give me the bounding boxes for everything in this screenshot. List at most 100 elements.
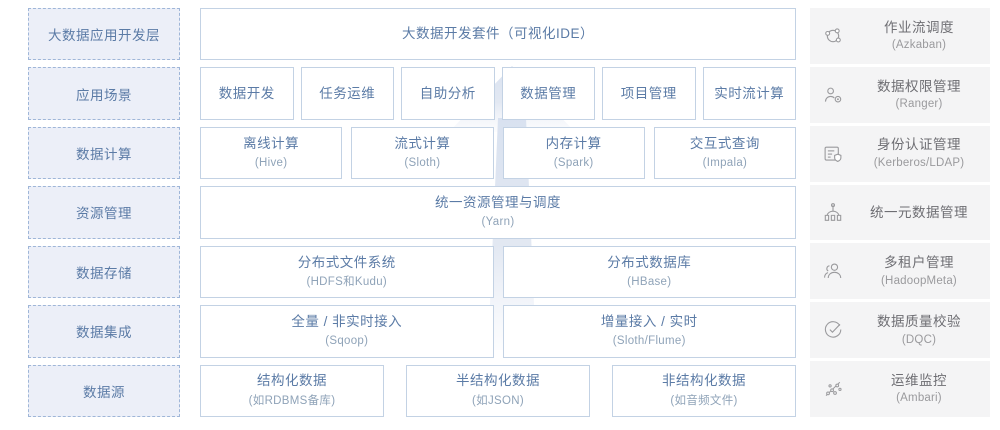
- component-subtitle: (Sloth/Flume): [612, 335, 686, 348]
- component-box: 内存计算 (Spark): [502, 126, 645, 180]
- component-box: 分布式数据库 (HBase): [502, 245, 796, 299]
- service-subtitle: (Kerberos/LDAP): [873, 156, 965, 169]
- multi-user-icon: [820, 258, 846, 284]
- component-subtitle: (如音频文件): [670, 394, 738, 407]
- component-title: 结构化数据: [257, 373, 327, 389]
- layer-row-datasource: 结构化数据 (如RDBMS备库) 半结构化数据 (如JSON) 非结构化数据 (…: [200, 364, 796, 417]
- component-box: 大数据开发套件（可视化IDE）: [200, 8, 796, 61]
- service-item-unified-metadata: 统一元数据管理: [810, 184, 990, 241]
- layer-stack: 大数据开发套件（可视化IDE） 数据开发 任务运维 自助分析 数据管理: [192, 8, 804, 417]
- service-item-text: 运维监控 (Ambari): [856, 372, 982, 406]
- layer-label: 数据源: [28, 364, 180, 417]
- component-title: 全量 / 非实时接入: [291, 313, 403, 329]
- service-item-text: 作业流调度 (Azkaban): [856, 19, 982, 53]
- component-title: 半结构化数据: [456, 373, 540, 389]
- component-subtitle: (如JSON): [472, 394, 524, 407]
- component-box: 全量 / 非实时接入 (Sqoop): [200, 305, 494, 358]
- metadata-tree-icon: [820, 200, 846, 226]
- service-item-data-permission: 数据权限管理 (Ranger): [810, 66, 990, 123]
- component-box: 交互式查询 (Impala): [653, 126, 796, 180]
- layer-row-app-dev: 大数据开发套件（可视化IDE）: [200, 8, 796, 61]
- service-title: 统一元数据管理: [870, 204, 968, 220]
- service-item-multi-tenant: 多租户管理 (HadoopMeta): [810, 243, 990, 300]
- component-title: 统一资源管理与调度: [435, 195, 561, 211]
- service-subtitle: (Azkaban): [891, 39, 947, 52]
- layer-label: 数据集成: [28, 305, 180, 358]
- component-box: 流式计算 (Sloth): [351, 126, 494, 180]
- component-title: 增量接入 / 实时: [600, 313, 698, 329]
- component-box: 任务运维: [300, 67, 394, 120]
- component-box: 实时流计算: [702, 67, 796, 120]
- component-box: 项目管理: [602, 67, 696, 120]
- service-title: 身份认证管理: [877, 137, 961, 153]
- layer-label: 数据存储: [28, 245, 180, 299]
- layer-row-resource: 统一资源管理与调度 (Yarn): [200, 186, 796, 239]
- component-box: 离线计算 (Hive): [200, 126, 343, 180]
- layer-row-app-scenario: 数据开发 任务运维 自助分析 数据管理 项目管理 实时流计算: [200, 67, 796, 120]
- component-box: 自助分析: [401, 67, 495, 120]
- component-title: 交互式查询: [689, 135, 760, 151]
- component-subtitle: (HBase): [627, 275, 672, 288]
- service-title: 数据质量校验: [877, 313, 961, 329]
- component-subtitle: (Yarn): [481, 216, 515, 229]
- component-title: 分布式文件系统: [297, 254, 396, 270]
- component-subtitle: (Impala): [702, 156, 748, 169]
- service-item-text: 数据权限管理 (Ranger): [856, 78, 982, 112]
- component-box: 分布式文件系统 (HDFS和Kudu): [200, 245, 494, 299]
- layer-label: 资源管理: [28, 186, 180, 239]
- monitor-scatter-icon: [820, 376, 846, 402]
- component-box: 增量接入 / 实时 (Sloth/Flume): [502, 305, 796, 358]
- layer-label-column: 大数据应用开发层 应用场景 数据计算 资源管理 数据存储 数据集成 数据源: [0, 8, 192, 417]
- component-title: 数据开发: [218, 85, 275, 101]
- component-subtitle: (Spark): [553, 156, 594, 169]
- layer-row-integration: 全量 / 非实时接入 (Sqoop) 增量接入 / 实时 (Sloth/Flum…: [200, 305, 796, 358]
- component-title: 大数据开发套件（可视化IDE）: [401, 26, 594, 42]
- service-subtitle: (DQC): [901, 333, 937, 346]
- component-box: 结构化数据 (如RDBMS备库): [200, 364, 384, 417]
- component-title: 项目管理: [620, 85, 677, 101]
- component-box: 数据管理: [501, 67, 595, 120]
- component-title: 自助分析: [419, 85, 476, 101]
- service-item-identity-auth: 身份认证管理 (Kerberos/LDAP): [810, 125, 990, 182]
- component-title: 分布式数据库: [607, 254, 692, 270]
- service-title: 多租户管理: [884, 255, 954, 271]
- component-title: 实时流计算: [714, 85, 785, 101]
- component-subtitle: (如RDBMS备库): [248, 394, 336, 407]
- component-title: 离线计算: [243, 135, 300, 151]
- component-subtitle: (HDFS和Kudu): [306, 275, 388, 288]
- component-subtitle: (Sloth): [404, 156, 441, 169]
- component-title: 流式计算: [394, 135, 451, 151]
- document-shield-icon: [820, 141, 846, 167]
- layer-label: 应用场景: [28, 67, 180, 120]
- component-title: 任务运维: [319, 85, 376, 101]
- target-check-icon: [820, 317, 846, 343]
- workflow-nodes-icon: [820, 23, 846, 49]
- service-title: 数据权限管理: [877, 78, 961, 94]
- service-subtitle: (Ranger): [895, 98, 943, 111]
- layer-label: 数据计算: [28, 126, 180, 180]
- component-title: 内存计算: [545, 135, 602, 151]
- component-title: 非结构化数据: [662, 373, 746, 389]
- component-subtitle: (Sqoop): [325, 335, 369, 348]
- layer-label: 大数据应用开发层: [28, 8, 180, 61]
- service-item-workflow-scheduling: 作业流调度 (Azkaban): [810, 8, 990, 64]
- component-subtitle: (Hive): [254, 156, 288, 169]
- cross-cutting-services-panel: 作业流调度 (Azkaban) 数据权限管理 (Ranger): [804, 8, 1000, 418]
- component-box: 半结构化数据 (如JSON): [406, 364, 590, 417]
- component-box: 数据开发: [200, 67, 294, 120]
- layer-row-computation: 离线计算 (Hive) 流式计算 (Sloth) 内存计算 (Spark) 交互…: [200, 126, 796, 180]
- user-permission-icon: [820, 82, 846, 108]
- service-item-text: 统一元数据管理: [856, 204, 982, 222]
- service-title: 运维监控: [891, 372, 947, 388]
- service-item-text: 多租户管理 (HadoopMeta): [856, 254, 982, 288]
- service-title: 作业流调度: [884, 19, 954, 35]
- component-box: 非结构化数据 (如音频文件): [612, 364, 796, 417]
- service-item-text: 数据质量校验 (DQC): [856, 313, 982, 347]
- component-title: 数据管理: [520, 85, 577, 101]
- service-item-data-quality: 数据质量校验 (DQC): [810, 302, 990, 359]
- service-subtitle: (HadoopMeta): [881, 274, 957, 287]
- component-box: 统一资源管理与调度 (Yarn): [200, 186, 796, 239]
- service-item-ops-monitoring: 运维监控 (Ambari): [810, 361, 990, 418]
- service-item-text: 身份认证管理 (Kerberos/LDAP): [856, 136, 982, 170]
